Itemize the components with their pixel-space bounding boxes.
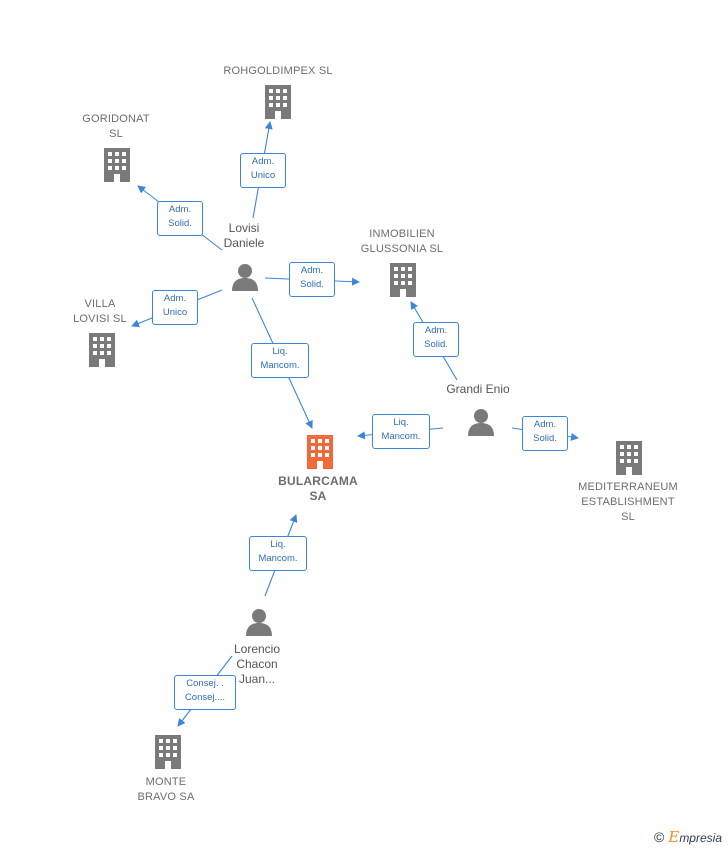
company-name: GORIDONAT SL — [82, 113, 150, 140]
person-name: Grandi Enio — [446, 382, 510, 396]
person-name: Lorencio Chacon Juan... — [233, 642, 281, 686]
brand-name: mpresia — [679, 831, 722, 845]
company-mediterraneum[interactable]: MEDITERRANEUM ESTABLISHMENT SL — [566, 480, 690, 525]
relation-label-bularcama-lorencio[interactable]: Liq. Mancom. — [249, 536, 307, 571]
relation-label-inmobilien-grandi[interactable]: Adm. Solid. — [413, 322, 459, 357]
company-villa-lovisi[interactable]: VILLA LOVISI SL — [44, 297, 156, 327]
relation-label-goridonat[interactable]: Adm. Solid. — [157, 201, 203, 236]
company-bularcama[interactable]: BULARCAMA SA — [258, 474, 378, 504]
person-icon — [468, 409, 494, 436]
relation-label-mediterraneum[interactable]: Adm. Solid. — [522, 416, 568, 451]
building-icon — [616, 441, 642, 475]
person-lorencio-chacon[interactable]: Lorencio Chacon Juan... — [212, 642, 302, 687]
building-icon — [104, 148, 130, 182]
person-lovisi-daniele[interactable]: Lovisi Daniele — [196, 221, 292, 251]
company-goridonat[interactable]: GORIDONAT SL — [60, 112, 172, 142]
relation-label-bularcama-lovisi[interactable]: Liq. Mancom. — [251, 343, 309, 378]
relation-label-inmobilien-lovisi[interactable]: Adm. Solid. — [289, 262, 335, 297]
relation-label-monte-bravo[interactable]: Consej. . Consej.... — [174, 675, 236, 710]
company-monte-bravo[interactable]: MONTE BRAVO SA — [110, 775, 222, 805]
company-name: BULARCAMA SA — [278, 474, 358, 503]
company-name: MONTE BRAVO SA — [137, 776, 195, 803]
company-name: VILLA LOVISI SL — [73, 298, 127, 325]
building-icon — [390, 263, 416, 297]
empresia-logo[interactable]: ©Empresia — [654, 828, 722, 846]
building-icon — [89, 333, 115, 367]
company-inmobilien[interactable]: INMOBILIEN GLUSSONIA SL — [340, 227, 464, 257]
person-icon — [246, 609, 272, 636]
building-icon-main — [307, 435, 333, 469]
building-icon — [265, 85, 291, 119]
brand-initial: E — [668, 828, 680, 846]
building-icon — [155, 735, 181, 769]
person-name: Lovisi Daniele — [223, 221, 265, 250]
person-grandi-enio[interactable]: Grandi Enio — [426, 382, 530, 397]
relation-label-bularcama-grandi[interactable]: Liq. Mancom. — [372, 414, 430, 449]
relation-label-rohgoldimpex[interactable]: Adm. Unico — [240, 153, 286, 188]
relation-label-villa-lovisi[interactable]: Adm. Unico — [152, 290, 198, 325]
company-name: INMOBILIEN GLUSSONIA SL — [360, 228, 444, 255]
company-name: MEDITERRANEUM ESTABLISHMENT SL — [578, 481, 678, 523]
company-rohgoldimpex[interactable]: ROHGOLDIMPEX SL — [196, 64, 360, 79]
person-icon — [232, 264, 258, 291]
company-name: ROHGOLDIMPEX SL — [223, 65, 333, 77]
copyright-icon: © — [654, 829, 665, 845]
